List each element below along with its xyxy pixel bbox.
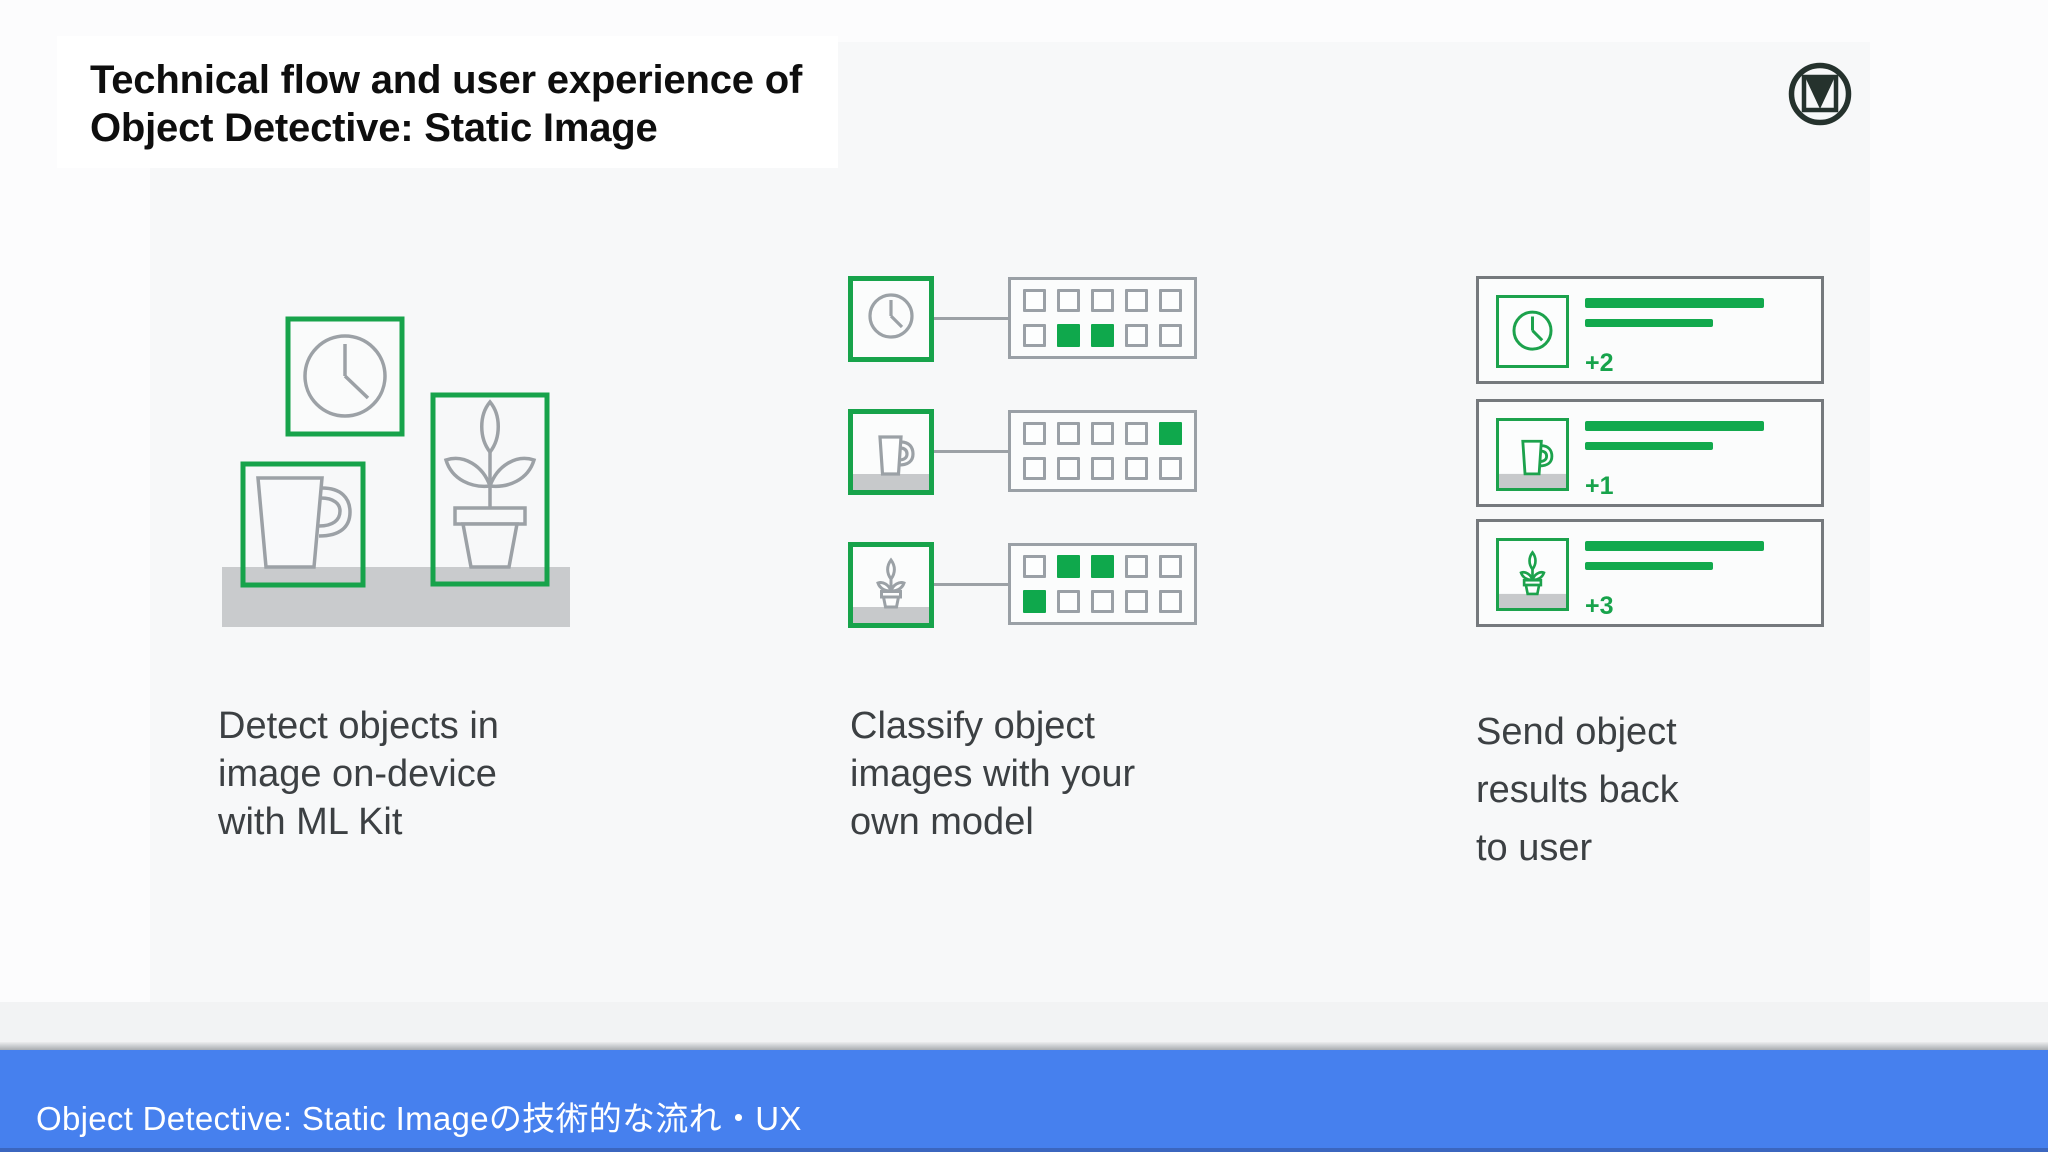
class-cell xyxy=(1057,422,1080,445)
page-title: Technical flow and user experience of Ob… xyxy=(90,58,803,150)
detection-box-plant xyxy=(430,392,550,587)
detection-box-mug xyxy=(240,461,366,588)
object-tile-mug xyxy=(848,409,934,495)
class-cell-active xyxy=(1091,324,1114,347)
connector-line xyxy=(934,450,1008,453)
shelf xyxy=(222,567,570,627)
result-icon-frame xyxy=(1496,418,1569,491)
class-cell-active xyxy=(1057,324,1080,347)
result-card-mug: +1 xyxy=(1476,399,1824,507)
plant-drawing xyxy=(443,399,537,569)
slide-bottom-margin xyxy=(0,1002,2048,1042)
result-text-bar xyxy=(1585,541,1764,551)
result-count-badge: +2 xyxy=(1585,349,1614,377)
class-cell xyxy=(1057,289,1080,312)
class-cell xyxy=(1023,289,1046,312)
ml-kit-logo-icon xyxy=(1785,60,1855,130)
result-count-badge: +3 xyxy=(1585,592,1614,620)
clock-icon xyxy=(1512,310,1553,351)
class-cell xyxy=(1023,457,1046,480)
class-cell xyxy=(1091,289,1114,312)
classification-grid-plant xyxy=(1008,543,1197,625)
subtitle-bar: Object Detective: Static Imageの技術的な流れ・UX xyxy=(0,1050,2048,1152)
class-cell xyxy=(1159,457,1182,480)
class-cell xyxy=(1159,555,1182,578)
class-cell xyxy=(1125,555,1148,578)
class-cell xyxy=(1091,590,1114,613)
result-text-bar xyxy=(1585,562,1713,570)
footer-top-shadow xyxy=(0,1042,2048,1050)
connector-line xyxy=(934,317,1008,320)
class-cell xyxy=(1023,422,1046,445)
plant-icon xyxy=(1499,550,1566,608)
clock-drawing xyxy=(303,334,387,418)
class-cell xyxy=(1091,457,1114,480)
detect-illustration xyxy=(200,240,620,640)
class-cell xyxy=(1159,590,1182,613)
class-cell xyxy=(1125,324,1148,347)
class-cell xyxy=(1023,324,1046,347)
result-card-plant: +3 xyxy=(1476,519,1824,627)
result-icon-frame xyxy=(1496,295,1569,368)
result-text-bar xyxy=(1585,442,1713,450)
connector-line xyxy=(934,583,1008,586)
caption-detect: Detect objects in image on-device with M… xyxy=(218,705,499,843)
class-cell xyxy=(1159,324,1182,347)
result-text-bar xyxy=(1585,421,1764,431)
class-cell xyxy=(1057,590,1080,613)
class-cell xyxy=(1125,590,1148,613)
caption-send: Send object results back to user xyxy=(1476,711,1679,869)
class-cell xyxy=(1159,289,1182,312)
result-icon-frame xyxy=(1496,538,1569,611)
clock-icon xyxy=(868,293,914,339)
class-cell-active xyxy=(1159,422,1182,445)
class-cell-active xyxy=(1057,555,1080,578)
class-cell xyxy=(1023,555,1046,578)
result-text-bar xyxy=(1585,319,1713,327)
subtitle-text: Object Detective: Static Imageの技術的な流れ・UX xyxy=(36,1100,802,1137)
class-cell-active xyxy=(1091,555,1114,578)
class-cell xyxy=(1125,422,1148,445)
object-tile-plant xyxy=(848,542,934,628)
result-text-bar xyxy=(1585,298,1764,308)
object-tile-clock xyxy=(848,276,934,362)
caption-classify: Classify object images with your own mod… xyxy=(850,705,1136,843)
class-cell xyxy=(1125,289,1148,312)
class-cell xyxy=(1057,457,1080,480)
mug-icon xyxy=(853,435,929,490)
classification-grid-mug xyxy=(1008,410,1197,492)
slide-title-box: Technical flow and user experience of Ob… xyxy=(57,36,839,168)
result-count-badge: +1 xyxy=(1585,472,1614,500)
footer-bottom-edge xyxy=(0,1148,2048,1152)
mug-drawing xyxy=(256,476,352,569)
class-cell xyxy=(1091,422,1114,445)
classification-grid-clock xyxy=(1008,277,1197,359)
result-card-clock: +2 xyxy=(1476,276,1824,384)
class-cell-active xyxy=(1023,590,1046,613)
mug-icon xyxy=(1499,439,1566,488)
plant-icon xyxy=(853,557,929,623)
class-cell xyxy=(1125,457,1148,480)
